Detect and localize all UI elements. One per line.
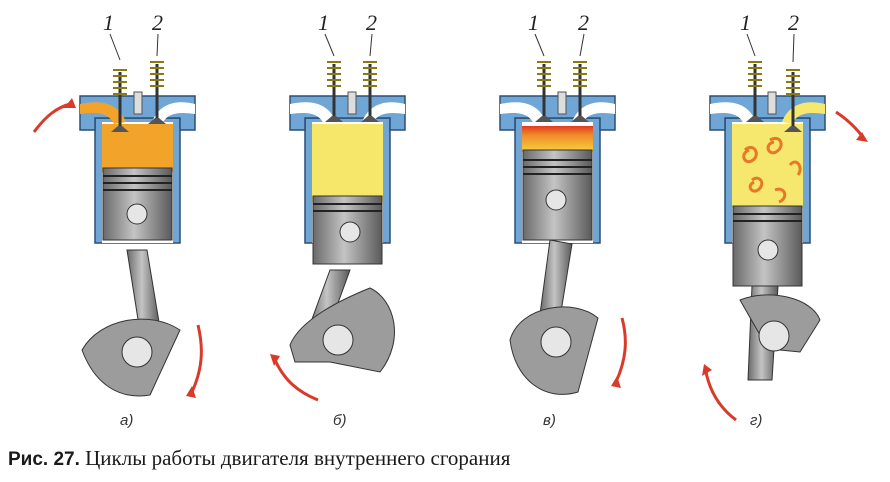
intake-port (500, 102, 546, 124)
piston-pin (126, 203, 148, 225)
stage-label-v: в) (543, 412, 556, 429)
exhaust-valve-head (571, 116, 589, 122)
figure-caption: Рис. 27. Циклы работы двигателя внутренн… (8, 446, 510, 471)
spark-plug (347, 91, 357, 115)
piston-pin (757, 239, 779, 261)
exhaust-valve-head (148, 118, 166, 124)
rotation-arrow (614, 317, 627, 383)
spark-plug (133, 91, 143, 115)
flow-arrow (835, 110, 864, 137)
rotation-arrow (190, 324, 203, 393)
stage-g-exhaust (702, 61, 868, 422)
flow-arrow (32, 102, 71, 133)
valve-label-exhaust: 2 (366, 10, 377, 35)
leader-lines (109, 33, 795, 63)
rotation-arrow (704, 371, 737, 422)
valve-label-exhaust: 2 (152, 10, 163, 35)
intake-spring (748, 61, 762, 87)
stage-label-b: б) (333, 412, 346, 429)
caption-text: Циклы работы двигателя внутреннего сгора… (85, 446, 511, 470)
caption-lead: Рис. 27. (8, 449, 80, 470)
flow-arrow-head (856, 132, 868, 142)
stage-a-intake (32, 61, 203, 398)
stage-v-combustion (499, 61, 627, 395)
connecting-rod (539, 239, 573, 319)
rotation-arrow-head (611, 376, 621, 388)
intake-spring (113, 69, 127, 95)
exhaust-spring (363, 61, 377, 87)
intake-port (80, 102, 126, 124)
valve-label-exhaust: 2 (788, 10, 799, 35)
crank-pin (540, 326, 572, 358)
intake-valve-head (325, 116, 343, 122)
spark-plug (557, 91, 567, 115)
piston-pin (339, 221, 361, 243)
flow-arrow-head (64, 98, 76, 108)
crank-pin (121, 336, 153, 368)
piston-pin (545, 189, 567, 211)
exhaust-spring (150, 61, 164, 87)
exhaust-spring (573, 61, 587, 87)
valve-label-intake: 1 (103, 10, 114, 35)
exhaust-port (152, 102, 195, 124)
intake-valve-head (535, 116, 553, 122)
rotation-arrow (273, 359, 319, 402)
crank-pin (758, 320, 790, 352)
intake-spring (327, 61, 341, 87)
rotation-arrow-head (270, 354, 280, 366)
crank-pin (322, 324, 354, 356)
exhaust-valve-head (361, 116, 379, 122)
intake-spring (537, 61, 551, 87)
valve-label-intake: 1 (318, 10, 329, 35)
gas-chamber (522, 126, 593, 152)
intake-valve-head (746, 116, 764, 122)
intake-valve-head (111, 126, 129, 132)
exhaust-valve-head (784, 126, 802, 132)
gas-chamber (312, 124, 383, 202)
piston-rings (523, 159, 592, 175)
piston-rings (733, 213, 802, 222)
valve-label-exhaust: 2 (578, 10, 589, 35)
stage-label-a: а) (120, 412, 133, 429)
rotation-arrow-head (702, 364, 712, 376)
gas-chamber (732, 124, 803, 208)
exhaust-spring (786, 69, 800, 95)
intake-port (710, 102, 756, 124)
stage-label-g: г) (750, 412, 762, 429)
piston-rings (313, 203, 382, 212)
rotation-arrow-head (186, 386, 196, 398)
stage-b-compression (270, 61, 406, 402)
intake-port (290, 102, 336, 124)
valve-label-intake: 1 (528, 10, 539, 35)
valve-label-intake: 1 (740, 10, 751, 35)
spark-plug (767, 91, 777, 115)
piston-rings (103, 175, 172, 191)
